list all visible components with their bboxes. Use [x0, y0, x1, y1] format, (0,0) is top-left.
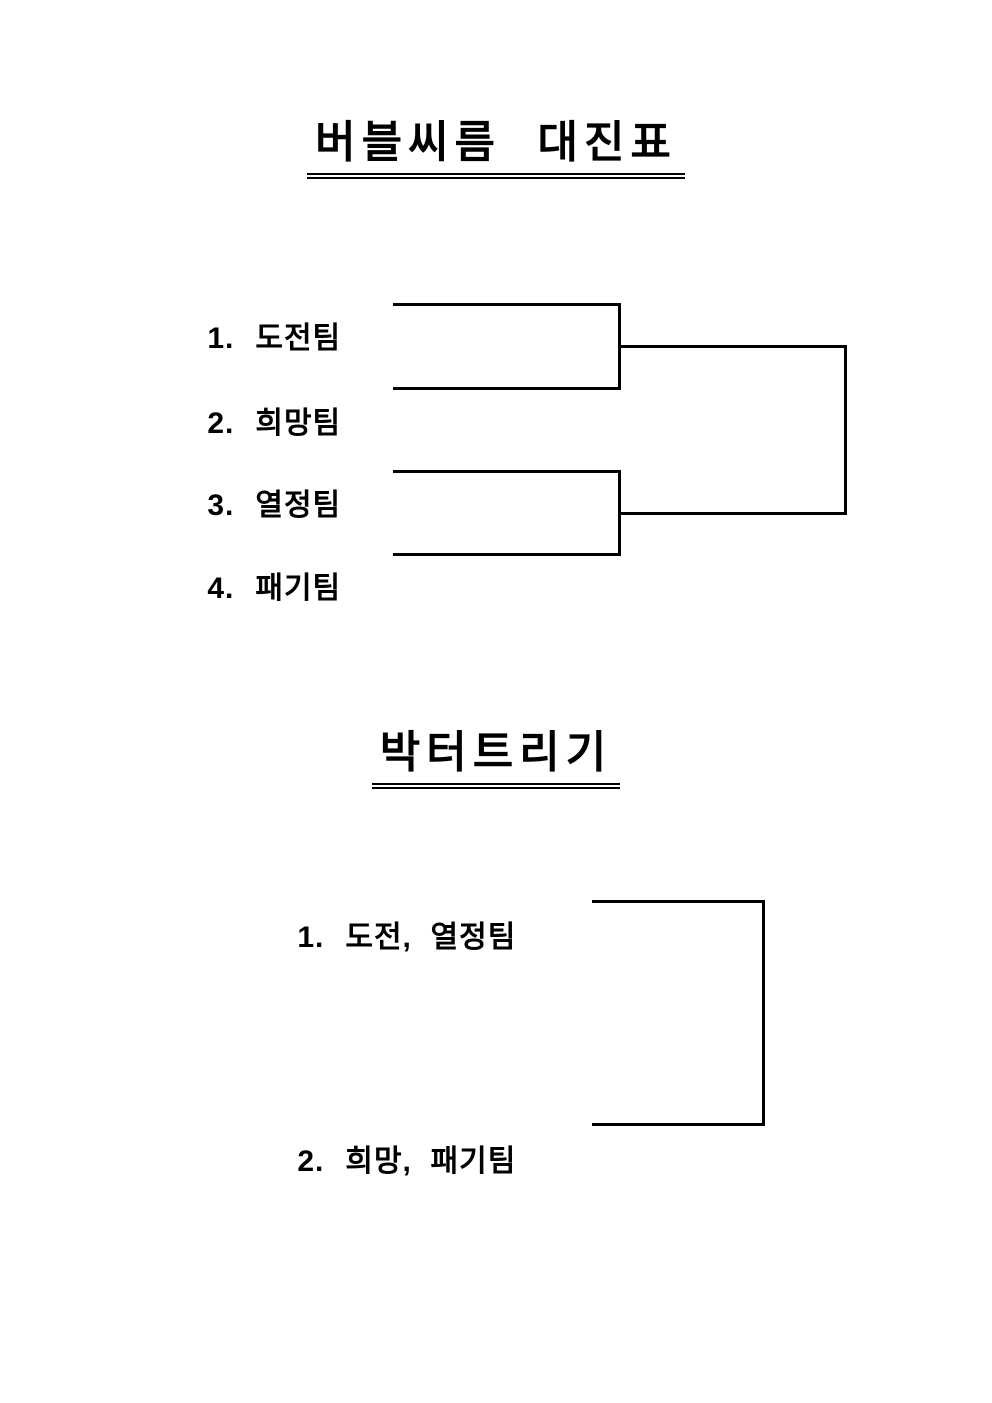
bracket-connector-final [844, 345, 847, 515]
pair-name: 도전, 열정팀 [345, 921, 517, 954]
bracket-line-team2 [393, 387, 621, 390]
pair-number: 1. [297, 921, 325, 954]
park-line-entry1 [592, 900, 765, 903]
bracket-line-team3 [393, 470, 621, 473]
ssireum-section-title: 버블씨름 대진표 [307, 119, 685, 179]
team-row-1: 1. 도전팀 [170, 288, 341, 390]
pair-name: 희망, 패기팀 [345, 1145, 517, 1178]
team-name: 열정팀 [255, 489, 342, 522]
team-number: 3. [207, 489, 235, 522]
park-line-entry2 [592, 1123, 765, 1126]
team-name: 희망팀 [255, 407, 342, 440]
team-row-2: 2. 희망팀 [170, 373, 341, 475]
park-section-title: 박터트리기 [371, 729, 621, 789]
park-title-wrap: 박터트리기 [0, 729, 992, 789]
team-row-4: 4. 패기팀 [170, 538, 341, 640]
team-number: 1. [207, 322, 235, 355]
pair-number: 2. [297, 1145, 325, 1178]
bracket-winner-line-match1 [618, 345, 847, 348]
bracket-winner-line-match2 [618, 512, 847, 515]
team-name: 패기팀 [255, 572, 342, 605]
pair-row-2: 2. 희망, 패기팀 [260, 1111, 516, 1213]
bracket-line-team4 [393, 553, 621, 556]
bracket-line-team1 [393, 303, 621, 306]
park-connector [762, 900, 765, 1126]
pair-row-1: 1. 도전, 열정팀 [260, 887, 516, 989]
ssireum-title-wrap: 버블씨름 대진표 [0, 119, 992, 179]
team-row-3: 3. 열정팀 [170, 455, 341, 557]
team-number: 2. [207, 407, 235, 440]
team-name: 도전팀 [255, 322, 342, 355]
team-number: 4. [207, 572, 235, 605]
